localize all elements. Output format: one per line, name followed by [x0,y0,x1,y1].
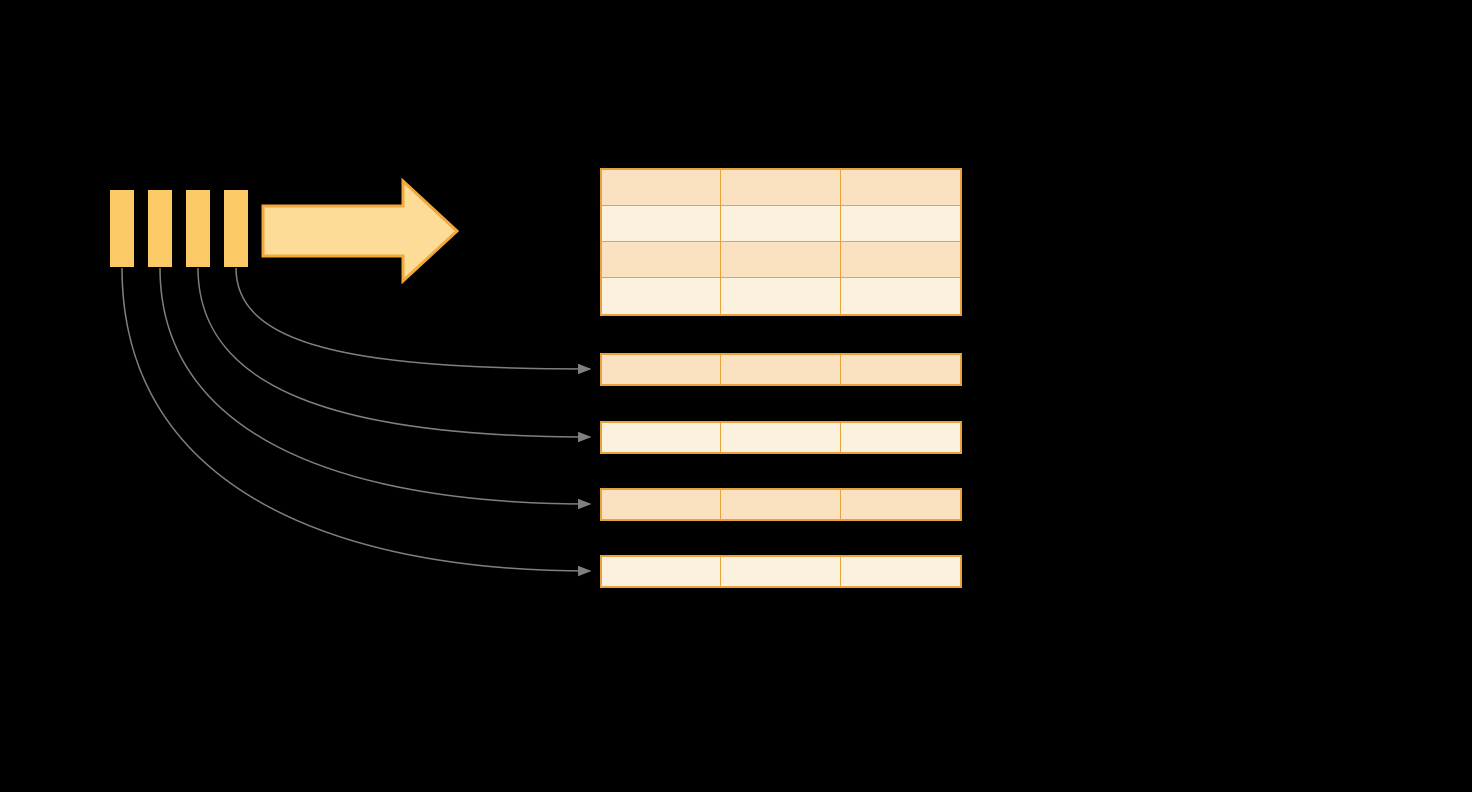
flow-arrow-icon [261,177,460,285]
connector-curve-2 [197,267,592,443]
row-table-cell [840,490,960,519]
batch-table-cell [721,242,841,278]
row-table-3 [600,488,962,521]
batch-table-cell [602,242,722,278]
stream-bar-2 [148,190,172,267]
stream-bar-1 [110,190,134,267]
row-table-cell [840,423,960,452]
batch-table-cell [602,206,722,242]
row-table-cell [840,355,960,384]
batch-table-cell [840,242,960,278]
row-table-cell [721,557,841,586]
row-table-cell [721,490,841,519]
batch-table-cell [721,206,841,242]
connector-curve-4 [121,267,592,577]
row-table-cell [602,423,722,452]
batch-table-cell [602,278,722,314]
row-table-cell [721,355,841,384]
batch-table [600,168,962,316]
row-table-2 [600,421,962,454]
stream-bar-3 [186,190,210,267]
batch-table-cell [602,170,722,206]
stream-bar-4 [224,190,248,267]
connector-curve-3 [159,267,592,510]
row-table-cell [602,557,722,586]
row-table-cell [602,490,722,519]
batch-table-cell [840,170,960,206]
row-table-cell [840,557,960,586]
batch-table-cell [840,206,960,242]
batch-table-cell [840,278,960,314]
batch-table-cell [721,170,841,206]
batch-table-cell [721,278,841,314]
row-table-cell [721,423,841,452]
row-table-4 [600,555,962,588]
row-table-1 [600,353,962,386]
row-table-cell [602,355,722,384]
connector-curve-1 [235,267,592,375]
